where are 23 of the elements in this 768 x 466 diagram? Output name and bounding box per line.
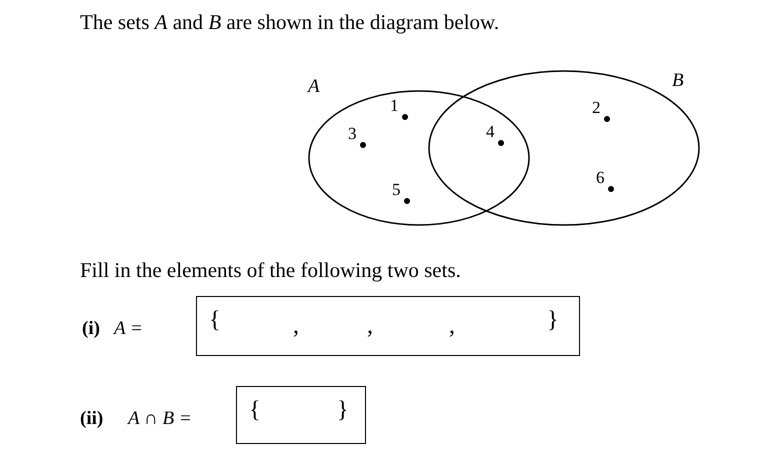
element-label: 3 [348, 124, 356, 144]
set-notation: , [293, 313, 299, 340]
element-label: 2 [592, 98, 600, 118]
part-label: (ii) [80, 408, 104, 430]
set-notation: , [449, 313, 455, 340]
element-label: 1 [390, 96, 398, 116]
question-text: The sets A and B are shown in the diagram below. [80, 10, 500, 35]
set-name: A [308, 76, 320, 98]
set-equation: A ∩ B = [128, 408, 192, 430]
answer-box [196, 296, 580, 356]
set-name: B [672, 70, 684, 92]
element-label: 6 [596, 168, 604, 188]
part-label: (i) [82, 318, 100, 340]
set-equation: A = [114, 318, 143, 340]
instruction-text: Fill in the elements of the following two sets. [80, 258, 461, 283]
element-label: 5 [392, 180, 400, 200]
answer-box [236, 386, 366, 444]
set-notation: { [209, 307, 221, 334]
set-notation: { [249, 397, 261, 424]
set-notation: } [547, 307, 559, 334]
element-label: 4 [486, 122, 494, 142]
set-notation: , [367, 313, 373, 340]
set-notation: } [337, 397, 349, 424]
